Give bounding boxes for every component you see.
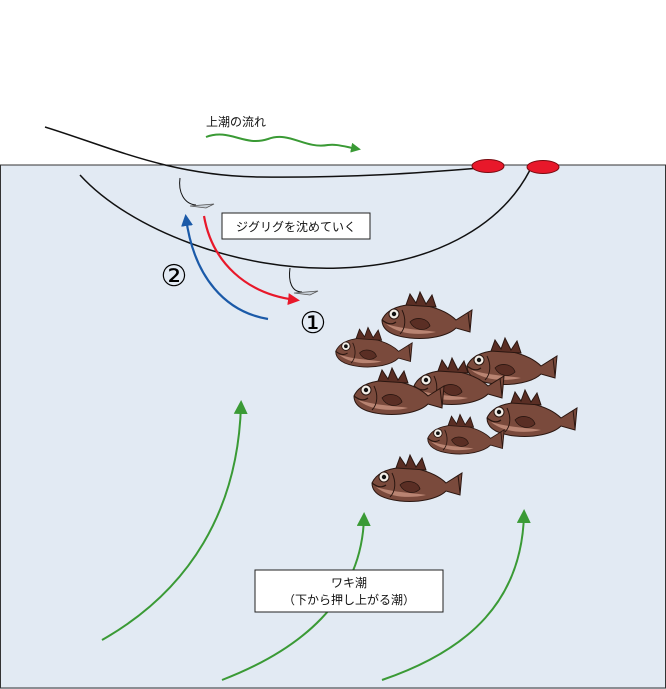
upwelling-arrow-1 [101,400,248,641]
sink-jig-box [221,212,371,240]
upwelling-box [254,569,444,613]
upper-current-arrow [205,133,361,153]
float-1 [471,159,505,173]
upwelling-arrow-3 [381,509,531,681]
upwelling-arrow-2 [221,512,371,681]
fishing-line-2 [79,169,531,269]
leader-1 [179,177,197,206]
jig-1 [189,203,215,209]
sink-arrow [202,215,300,305]
upwelling-sublabel: （下から押し上がる潮） [283,592,415,607]
fishing-line-1 [44,126,481,178]
jig-2 [293,290,319,296]
rise-arrow [181,214,269,321]
step-1-marker: ① [300,306,327,341]
upwelling-label: ワキ潮 [331,575,367,590]
sink-jig-label: ジグリグを沈めていく [236,219,356,234]
step-2-marker: ② [161,259,188,294]
upper-current-label: 上潮の流れ [206,114,266,129]
leader-2 [289,267,303,293]
sky-area [0,0,666,165]
float-2 [526,160,560,174]
